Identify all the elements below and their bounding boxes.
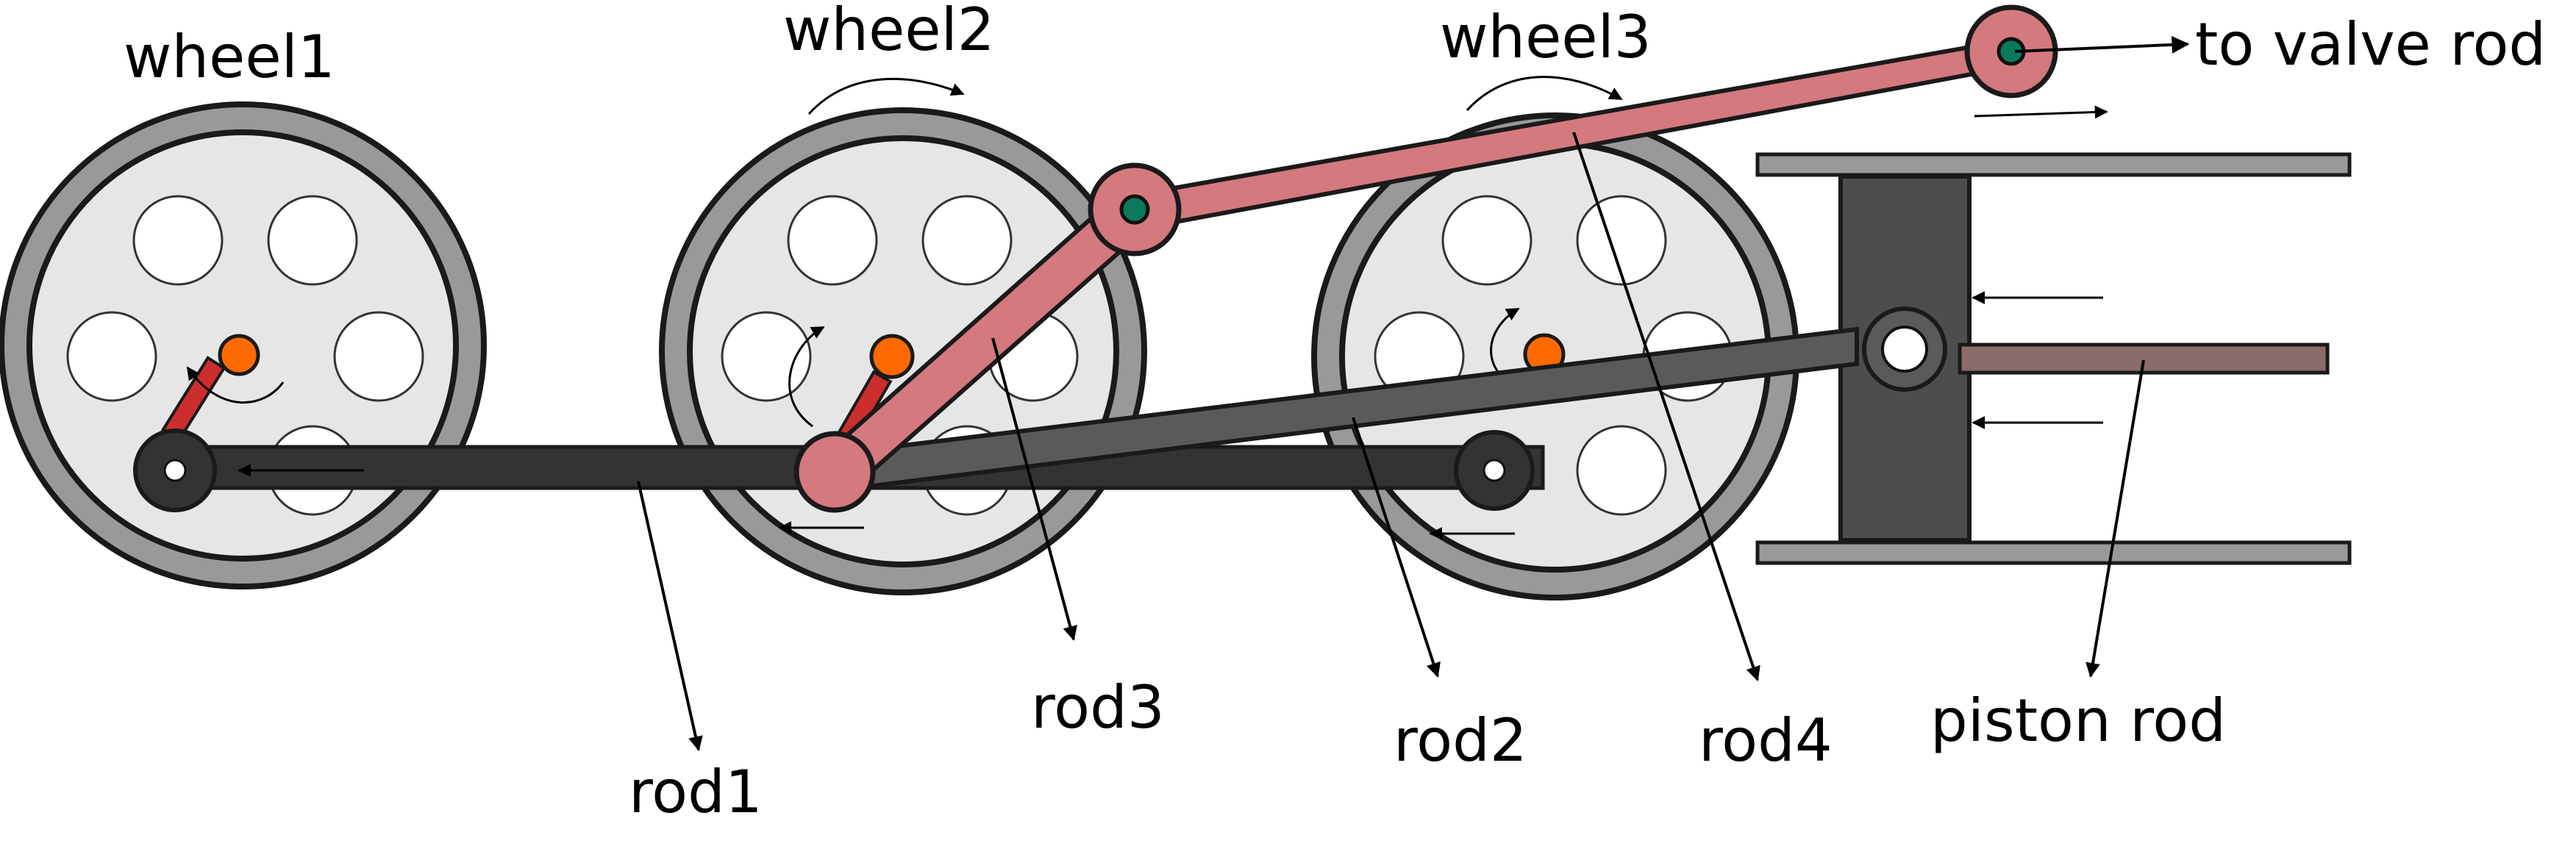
wheel2-crank-pin: [869, 334, 915, 379]
rod3-leader: [991, 337, 1077, 641]
valve-rod-arrow: [2014, 35, 2190, 54]
rod4-leader: [1572, 132, 1760, 681]
wheel1-rotation-arrow: [186, 366, 285, 404]
wheel1: [0, 101, 487, 589]
rod4-label: rod4: [1699, 706, 1833, 775]
rod1-label: rod1: [629, 758, 763, 826]
piston-rod-bar: [1958, 343, 2330, 375]
wheel3-rotation-arrow: [1490, 307, 1520, 376]
wheel1-label: wheel1: [124, 23, 335, 91]
rod3-lower-eye: [793, 431, 876, 513]
rod3: [793, 162, 1182, 513]
piston-rod-label: piston rod: [1930, 687, 2226, 755]
rod2-label: rod2: [1394, 706, 1527, 775]
rod2-leader: [1352, 417, 1441, 678]
upper-guide-rail: [1755, 152, 2352, 177]
leader-arrows: [637, 132, 2145, 751]
rod3-label: rod3: [1031, 673, 1165, 742]
wheel2-rotation-arrow: [788, 326, 825, 428]
rod3-pivot-pin: [1119, 194, 1150, 225]
valve-rod-label: to valve rod: [2195, 10, 2546, 79]
rod1-leader: [637, 481, 703, 751]
wheel3-label: wheel3: [1440, 3, 1652, 71]
valve-rod-end: [1964, 4, 2190, 119]
valve-motion-arrow: [1974, 105, 2108, 119]
piston-rod-leader: [2086, 359, 2145, 678]
wheel2: [659, 107, 1147, 595]
wheel3-top-rotation-arrow: [1466, 76, 1623, 112]
wheel2-holes: [721, 195, 1079, 516]
wheel1-crank-pin: [218, 334, 260, 376]
lower-guide-rail: [1755, 540, 2352, 565]
wheel2-top-rotation-arrow: [807, 78, 965, 115]
wheel2-label: wheel2: [783, 0, 995, 64]
rod2: [829, 307, 1947, 494]
